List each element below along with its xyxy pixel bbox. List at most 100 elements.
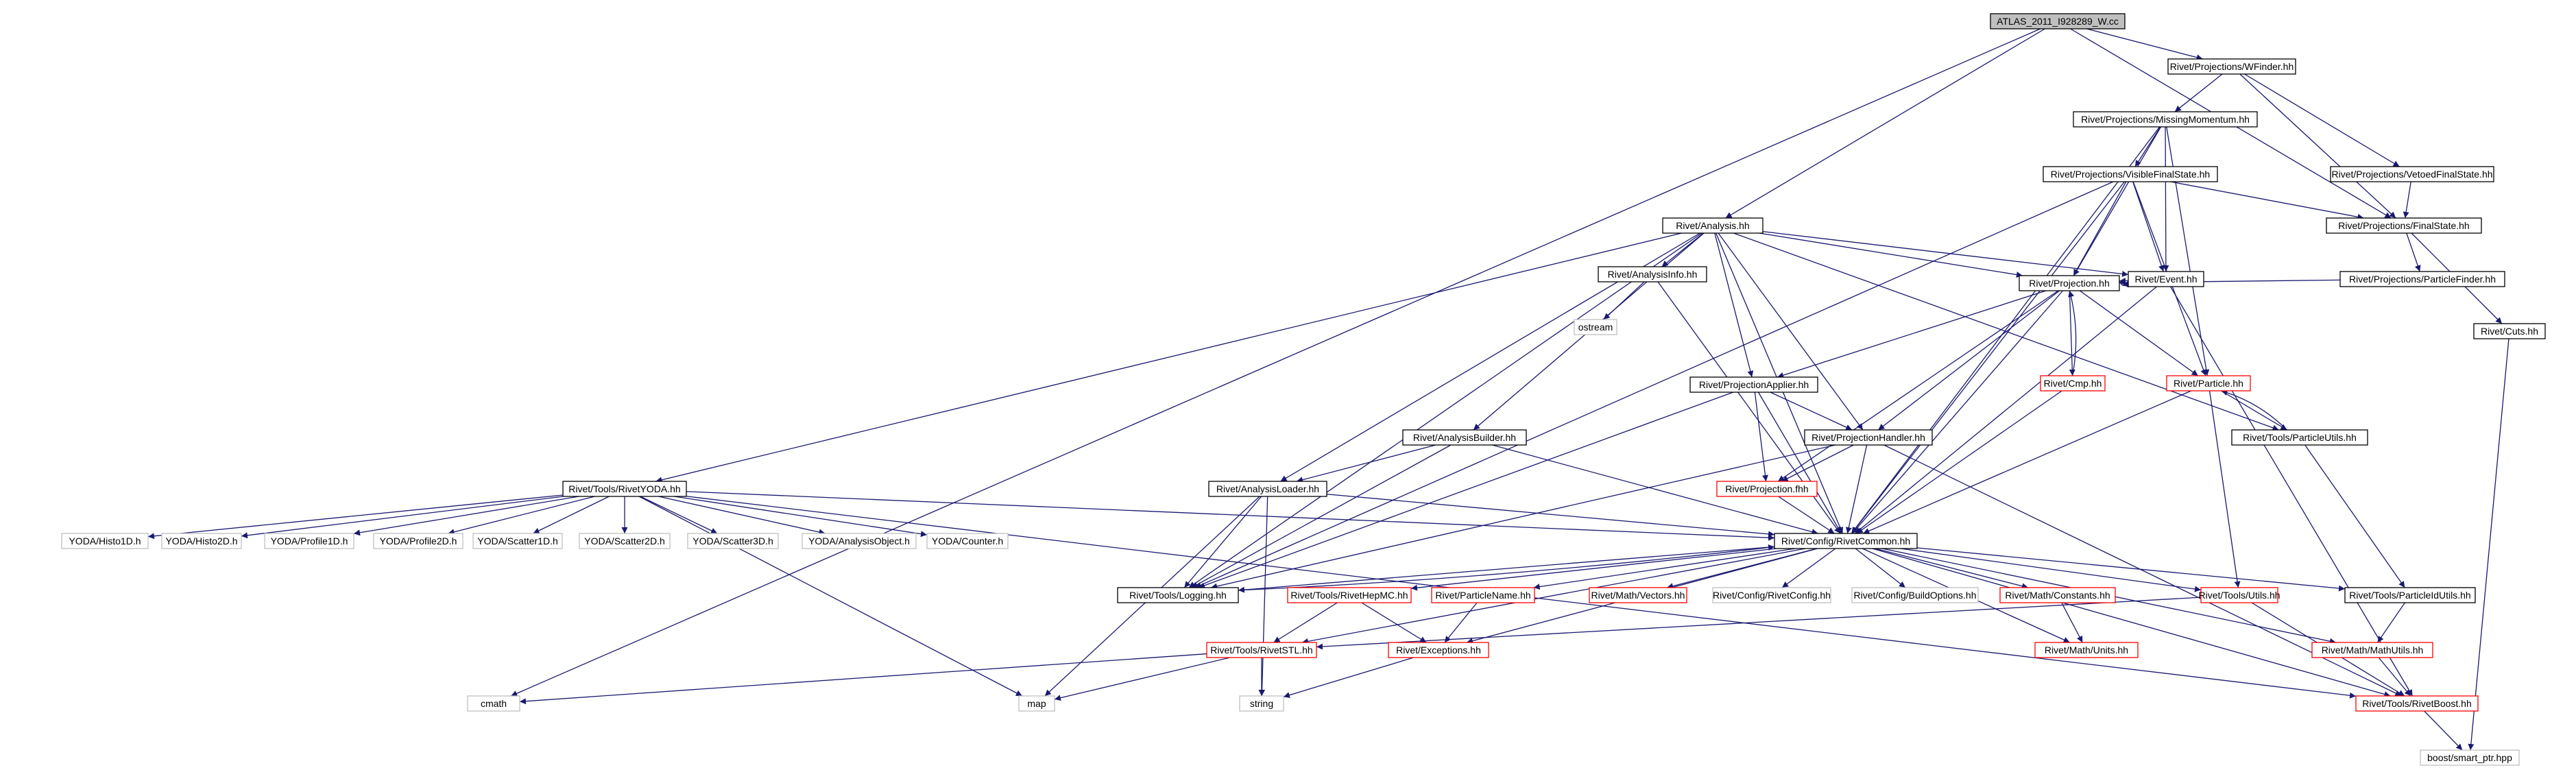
node-s1: YODA/Scatter1D.h	[472, 533, 563, 549]
edge-piutils-to-mutils	[2377, 602, 2405, 643]
edge-papp-to-common	[1757, 392, 1842, 534]
node-cuts-box	[2473, 323, 2546, 339]
node-piutils-box	[2344, 587, 2476, 603]
node-pname-box	[1431, 587, 1535, 603]
node-ryoda[interactable]: Rivet/Tools/RivetYODA.hh	[562, 481, 687, 497]
node-ana[interactable]: Rivet/Analysis.hh	[1662, 217, 1764, 234]
edge-wfind-to-fs	[2239, 73, 2396, 219]
node-units-label: Rivet/Math/Units.hh	[2045, 645, 2128, 655]
node-particle[interactable]: Rivet/Particle.hh	[2166, 375, 2251, 392]
node-vis[interactable]: Rivet/Projections/VisibleFinalState.hh	[2043, 166, 2218, 182]
edge-veto-to-fs	[2403, 181, 2411, 219]
edge-stl-to-cmath	[519, 653, 1207, 705]
node-common-box	[1774, 533, 1918, 549]
node-papp[interactable]: Rivet/ProjectionApplier.hh	[1689, 376, 1818, 393]
node-stl[interactable]: Rivet/Tools/RivetSTL.hh	[1206, 642, 1317, 658]
edge-phand-to-logging	[1211, 444, 1835, 590]
node-stl-box	[1206, 642, 1317, 658]
edge-ana-to-ainfo	[1661, 232, 1704, 267]
edge-vis-to-logging	[1194, 181, 2114, 588]
node-cmp[interactable]: Rivet/Cmp.hh	[2040, 375, 2106, 392]
node-ana-box	[1662, 217, 1764, 234]
node-root[interactable]: ATLAS_2011_I928289_W.cc	[1990, 13, 2126, 29]
edge-ana-to-phand	[1718, 232, 1864, 431]
node-veto-box	[2330, 166, 2494, 182]
node-ainfo-box	[1598, 266, 1707, 282]
node-phand[interactable]: Rivet/ProjectionHandler.hh	[1804, 429, 1933, 446]
node-particle-box	[2166, 375, 2251, 392]
node-abuild[interactable]: Rivet/AnalysisBuilder.hh	[1402, 429, 1527, 446]
node-ryoda-label: Rivet/Tools/RivetYODA.hh	[568, 483, 680, 494]
node-boost[interactable]: Rivet/Tools/RivetBoost.hh	[2355, 695, 2479, 712]
edge-proj-to-particle	[2079, 290, 2199, 376]
node-pfind[interactable]: Rivet/Projections/ParticleFinder.hh	[2339, 271, 2505, 287]
node-tutils[interactable]: Rivet/Tools/Utils.hh	[2198, 587, 2280, 603]
node-units-box	[2034, 642, 2139, 658]
node-cmath: cmath	[467, 695, 520, 712]
nodes-layer: ATLAS_2011_I928289_W.ccRivet/Projections…	[61, 13, 2546, 766]
node-units[interactable]: Rivet/Math/Units.hh	[2034, 642, 2139, 658]
edge-pfhh-to-common	[1778, 496, 1835, 534]
node-rconfig: Rivet/Config/RivetConfig.hh	[1712, 587, 1831, 603]
node-veto-label: Rivet/Projections/VetoedFinalState.hh	[2331, 169, 2492, 180]
edge-wfind-to-veto	[2244, 73, 2400, 167]
edge-ryoda-to-p2	[448, 496, 595, 536]
edge-papp-to-pfhh	[1754, 392, 1768, 482]
edge-abuild-to-common	[1492, 444, 1818, 535]
edge-vis-to-common	[1851, 181, 2125, 534]
edge-ryoda-to-s1	[533, 496, 610, 534]
node-wfind[interactable]: Rivet/Projections/WFinder.hh	[2167, 58, 2296, 75]
edge-common-to-boost	[1872, 548, 2391, 697]
node-aobj-label: YODA/AnalysisObject.h	[808, 536, 910, 546]
node-mutils[interactable]: Rivet/Math/MathUtils.hh	[2311, 642, 2433, 658]
node-hepmc[interactable]: Rivet/Tools/RivetHepMC.hh	[1287, 587, 1412, 603]
node-ostream: ostream	[1574, 319, 1617, 335]
node-p1: YODA/Profile1D.h	[264, 533, 354, 549]
edge-exc-to-string	[1283, 657, 1414, 699]
edge-putils-to-particle	[2221, 389, 2287, 431]
node-piutils[interactable]: Rivet/Tools/ParticleIdUtils.hh	[2344, 587, 2476, 603]
edge-abuild-to-aload	[1296, 444, 1436, 483]
node-exc-label: Rivet/Exceptions.hh	[1396, 645, 1481, 655]
edge-proj-to-event	[2119, 280, 2129, 288]
node-cuts[interactable]: Rivet/Cuts.hh	[2473, 323, 2546, 339]
node-vis-label: Rivet/Projections/VisibleFinalState.hh	[2051, 169, 2210, 180]
node-pname[interactable]: Rivet/ParticleName.hh	[1431, 587, 1535, 603]
node-hepmc-label: Rivet/Tools/RivetHepMC.hh	[1290, 590, 1408, 601]
node-ainfo[interactable]: Rivet/AnalysisInfo.hh	[1598, 266, 1707, 282]
node-fs-box	[2326, 217, 2482, 234]
node-event-label: Rivet/Event.hh	[2134, 274, 2197, 285]
node-putils[interactable]: Rivet/Tools/ParticleUtils.hh	[2231, 429, 2368, 446]
node-aload[interactable]: Rivet/AnalysisLoader.hh	[1208, 481, 1327, 497]
node-logging[interactable]: Rivet/Tools/Logging.hh	[1117, 587, 1239, 603]
node-mom[interactable]: Rivet/Projections/MissingMomentum.hh	[2073, 111, 2258, 128]
edge-vis-to-event	[2132, 181, 2165, 272]
edge-ainfo-to-ostream	[1603, 281, 1645, 320]
node-pfhh-label: Rivet/Projection.fhh	[1725, 483, 1808, 494]
node-pfhh[interactable]: Rivet/Projection.fhh	[1716, 481, 1818, 497]
node-veto[interactable]: Rivet/Projections/VetoedFinalState.hh	[2330, 166, 2494, 182]
node-exc[interactable]: Rivet/Exceptions.hh	[1388, 642, 1489, 658]
node-pfind-label: Rivet/Projections/ParticleFinder.hh	[2349, 274, 2496, 285]
edge-proj-to-common	[1852, 290, 2063, 534]
node-proj[interactable]: Rivet/Projection.hh	[2019, 275, 2120, 291]
edge-mom-to-event	[2163, 126, 2169, 272]
node-common[interactable]: Rivet/Config/RivetCommon.hh	[1774, 533, 1918, 549]
node-s2-label: YODA/Scatter2D.h	[584, 536, 665, 546]
node-consts[interactable]: Rivet/Math/Constants.hh	[1999, 587, 2116, 603]
edge-ainfo-to-common	[1657, 281, 1841, 534]
node-counter: YODA/Counter.h	[926, 533, 1009, 549]
node-fs[interactable]: Rivet/Projections/FinalState.hh	[2326, 217, 2482, 234]
node-cmath-label: cmath	[481, 698, 507, 709]
node-s2: YODA/Scatter2D.h	[579, 533, 671, 549]
node-event[interactable]: Rivet/Event.hh	[2128, 271, 2204, 287]
node-string-box	[1239, 695, 1284, 712]
edge-consts-to-units	[2061, 602, 2083, 643]
node-ryoda-box	[562, 481, 687, 497]
edge-common-to-bopts	[1855, 548, 1906, 588]
node-vectors[interactable]: Rivet/Math/Vectors.hh	[1589, 587, 1687, 603]
edge-tutils-to-stl	[1316, 597, 2202, 650]
edge-common-to-stl	[1301, 548, 1806, 645]
edge-phand-to-pfhh	[1781, 444, 1854, 482]
